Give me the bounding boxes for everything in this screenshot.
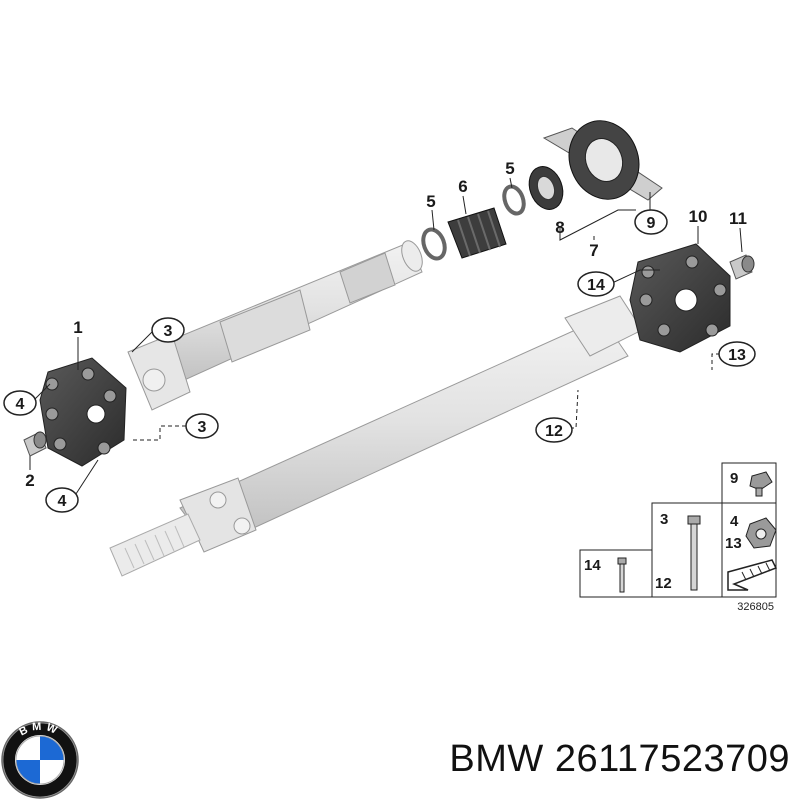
callout-14: 14	[577, 271, 615, 297]
bolt-3-icon	[687, 515, 701, 591]
callout-3-upper: 3	[151, 317, 185, 343]
flex-disc-front	[39, 357, 127, 467]
mounting-direction-arrow-icon	[727, 559, 778, 591]
leader-lines	[29, 177, 743, 498]
bushing-2	[23, 431, 47, 457]
callout-5-left: 5	[426, 192, 435, 211]
callout-2: 2	[25, 471, 34, 490]
flex-disc-rear	[629, 243, 731, 353]
callout-3-lower: 3	[185, 413, 219, 439]
fastener-legend: 9 3 12 4 13 14 326805	[579, 462, 778, 613]
svg-text:12: 12	[545, 423, 563, 440]
boot-6	[447, 207, 507, 259]
ring-5-left	[421, 227, 447, 261]
bushing-11	[729, 254, 755, 280]
rear-shaft	[109, 295, 643, 577]
svg-text:3: 3	[164, 323, 173, 340]
bolt-9-icon	[749, 471, 773, 497]
svg-text:3: 3	[198, 419, 207, 436]
callout-11: 11	[729, 209, 747, 228]
svg-text:13: 13	[728, 347, 746, 364]
callout-13: 13	[718, 341, 756, 367]
diagram-code: 326805	[737, 601, 774, 613]
callout-9: 9	[634, 209, 668, 235]
callout-5-right: 5	[505, 159, 514, 178]
svg-text:13: 13	[725, 535, 742, 552]
svg-text:9: 9	[647, 215, 656, 232]
callout-1: 1	[73, 318, 82, 337]
bmw-logo: BMW	[1, 721, 79, 799]
front-shaft	[127, 240, 423, 411]
nut-4-13-icon	[745, 517, 777, 549]
logo-letters: BMW	[17, 721, 62, 739]
bolt-14-icon	[617, 557, 627, 593]
svg-text:14: 14	[584, 557, 601, 574]
callout-4-upper: 4	[3, 390, 37, 416]
svg-text:14: 14	[587, 277, 605, 294]
brand-part-number: BMW 26117523709	[449, 738, 790, 780]
callout-4-lower: 4	[45, 487, 79, 513]
svg-text:4: 4	[58, 493, 67, 510]
ring-5-right	[502, 184, 526, 216]
svg-text:12: 12	[655, 575, 672, 592]
svg-text:4: 4	[16, 396, 25, 413]
svg-text:3: 3	[660, 511, 668, 528]
center-bearing-mount	[542, 120, 663, 201]
svg-text:4: 4	[730, 513, 739, 530]
callout-6: 6	[458, 177, 467, 196]
callout-10: 10	[689, 207, 708, 226]
bearing-8	[528, 166, 564, 210]
callout-7: 7	[589, 241, 598, 260]
callout-8: 8	[555, 218, 564, 237]
callout-12: 12	[535, 417, 573, 443]
svg-text:9: 9	[730, 470, 738, 487]
